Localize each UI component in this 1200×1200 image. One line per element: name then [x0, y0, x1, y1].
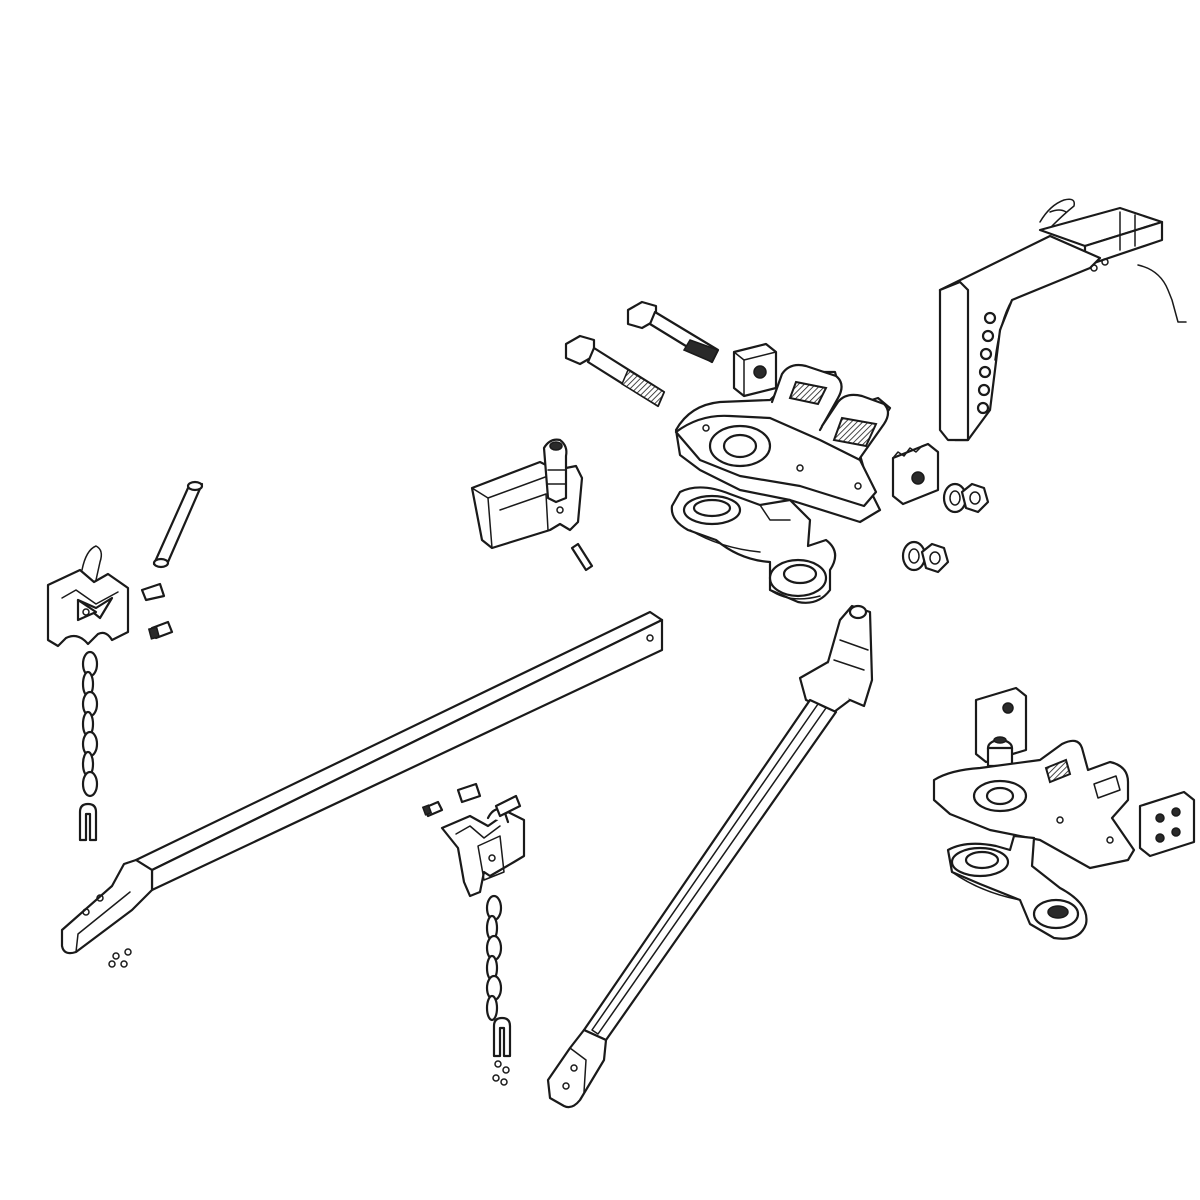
chain-center — [485, 894, 503, 1022]
head-rear-view — [932, 686, 1136, 940]
chain-left — [81, 650, 99, 798]
bolts — [564, 300, 720, 408]
sway-bracket — [470, 438, 594, 572]
bracket-left — [46, 480, 204, 842]
shims — [732, 342, 1196, 858]
hitch-head — [670, 363, 892, 604]
hitch-shank — [938, 198, 1187, 442]
spring-bar-right — [546, 604, 874, 1109]
spring-bar-left — [60, 610, 664, 968]
bracket-center — [421, 782, 526, 1086]
nuts-washers — [901, 482, 990, 574]
